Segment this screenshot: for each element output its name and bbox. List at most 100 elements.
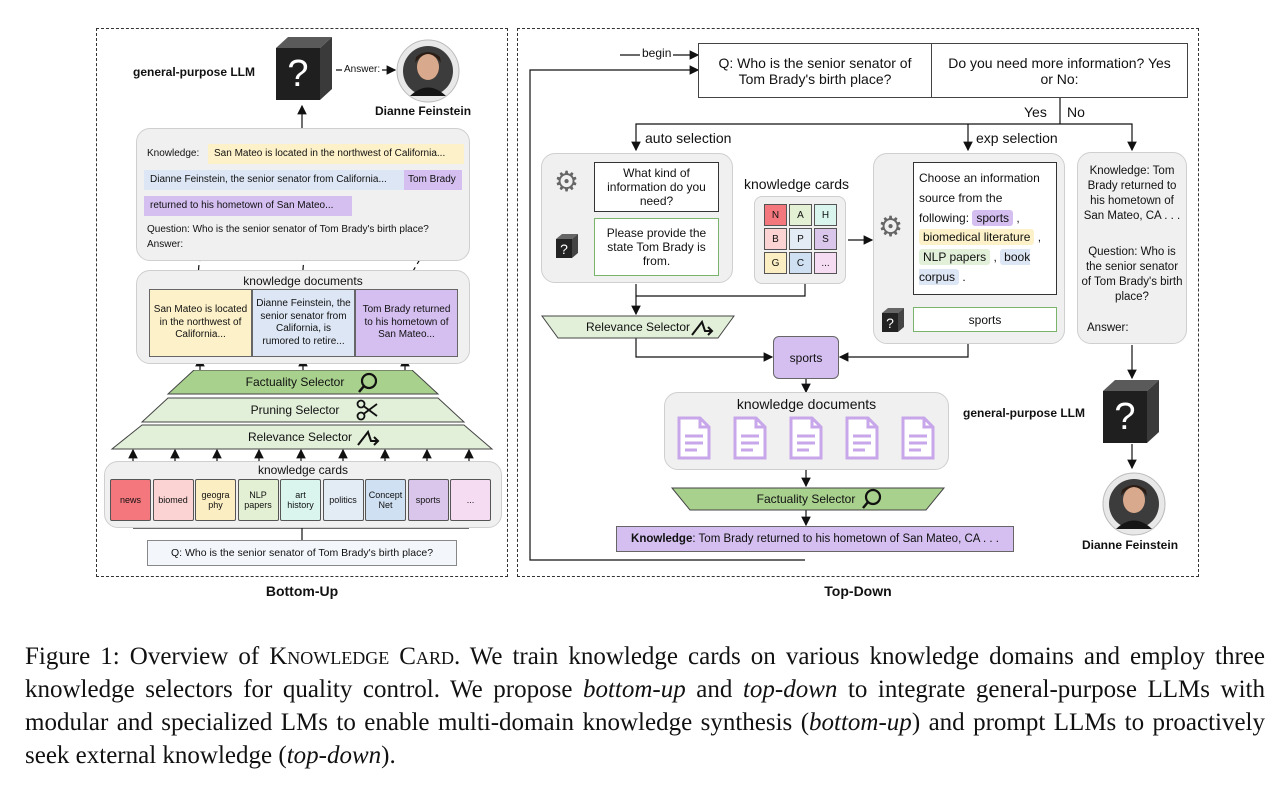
document-icon xyxy=(677,416,711,460)
caption-part1: . We train knowledge cards on various kn… xyxy=(25,643,1265,703)
grid-card: B xyxy=(764,228,787,250)
top-down-panel xyxy=(517,28,1199,577)
td-relevance-selector: Relevance Selector xyxy=(585,320,691,334)
factuality-selector: Factuality Selector xyxy=(245,375,345,389)
grid-card: P xyxy=(789,228,812,250)
more-info-prompt: Do you need more information? Yes or No: xyxy=(931,43,1188,98)
bottom-up-question: Q: Who is the senior senator of Tom Brad… xyxy=(147,540,457,566)
caption-bottom-up: bottom-up xyxy=(582,676,686,703)
svg-text:?: ? xyxy=(1114,396,1135,438)
auto-answer: Please provide the state Tom Brady is fr… xyxy=(594,218,719,276)
figure-caption: Figure 1: Overview of Knowledge Card. We… xyxy=(25,640,1265,772)
avatar xyxy=(1102,472,1166,536)
top-down-question: Q: Who is the senior senator of Tom Brad… xyxy=(698,43,932,98)
grid-card: H xyxy=(814,204,837,226)
pruning-selector: Pruning Selector xyxy=(250,403,340,417)
person-name: Dianne Feinstein xyxy=(375,104,472,118)
caption-prefix: Figure 1: Overview of xyxy=(25,643,270,670)
begin-label: begin xyxy=(640,46,674,60)
yes-label: Yes xyxy=(1024,104,1047,120)
document-1: San Mateo is located in the northwest of… xyxy=(149,289,252,357)
exp-option-nlp: NLP papers xyxy=(919,249,991,266)
documents-title: knowledge documents xyxy=(243,274,363,288)
prompt-answer: Answer: xyxy=(147,239,184,250)
caption-part5: ). xyxy=(381,742,396,769)
grid-title: knowledge cards xyxy=(744,176,850,192)
td-llm-label: general-purpose LLM xyxy=(963,406,1086,420)
avatar xyxy=(396,39,460,103)
td-person-name: Dianne Feinstein xyxy=(1082,538,1179,552)
document-icon xyxy=(733,416,767,460)
td-knowledge-bold: Knowledge xyxy=(631,533,693,545)
td-documents-title: knowledge documents xyxy=(736,396,877,412)
bottom-up-label: Bottom-Up xyxy=(265,583,339,599)
grid-card: G xyxy=(764,252,787,274)
prompt-line-1: San Mateo is located in the northwest of… xyxy=(208,144,464,164)
knowledge-card: politics xyxy=(322,479,364,521)
svg-text:?: ? xyxy=(886,315,894,331)
selector-trapezoids xyxy=(110,370,494,450)
document-icon xyxy=(789,416,823,460)
grid-card: N xyxy=(764,204,787,226)
td-relevance-trapezoid xyxy=(541,315,735,339)
auto-selection-label: auto selection xyxy=(645,130,732,146)
prompt-knowledge-prefix: Knowledge: xyxy=(147,148,200,159)
right-prompt-knowledge: Knowledge: Tom Brady returned to his hom… xyxy=(1083,165,1181,222)
svg-text:?: ? xyxy=(560,241,568,257)
grid-card: S xyxy=(814,228,837,250)
gear-icon: ⚙ xyxy=(878,211,904,242)
sports-node: sports xyxy=(773,336,839,379)
exp-prompt-box: Choose an information source from the fo… xyxy=(913,162,1057,295)
knowledge-card: ... xyxy=(450,479,491,521)
prompt-line-4: returned to his hometown of San Mateo... xyxy=(144,196,352,216)
document-3: Tom Brady returned to his hometown of Sa… xyxy=(355,289,458,357)
document-icon xyxy=(845,416,879,460)
knowledge-card: biomed xyxy=(152,479,194,521)
llm-cube-icon: ? xyxy=(276,37,332,100)
knowledge-card: news xyxy=(110,479,151,521)
svg-text:?: ? xyxy=(287,53,308,95)
relevance-arrow-icon xyxy=(357,429,380,446)
caption-part4: ) and prompt LLMs to proactively seek ex… xyxy=(25,709,1265,769)
bottom-up-llm-label: general-purpose LLM xyxy=(133,65,256,79)
knowledge-card: Concept Net xyxy=(365,479,406,521)
cards-title: knowledge cards xyxy=(257,463,349,477)
right-prompt-box xyxy=(1077,152,1187,344)
top-down-label: Top-Down xyxy=(824,583,892,599)
exp-choice: sports xyxy=(913,307,1057,332)
caption-top-down: top-down xyxy=(742,676,838,703)
caption-bottom-up-2: bottom-up xyxy=(809,709,912,736)
td-knowledge-output: Knowledge: Tom Brady returned to his hom… xyxy=(616,526,1014,552)
exp-option-sports: sports xyxy=(972,209,1014,226)
right-prompt-answer: Answer: xyxy=(1087,322,1129,334)
caption-name: Knowledge Card xyxy=(269,643,454,670)
knowledge-card: NLP papers xyxy=(237,479,279,521)
td-factuality-selector: Factuality Selector xyxy=(756,492,856,506)
grid-card: C xyxy=(789,252,812,274)
caption-top-down-2: top-down xyxy=(286,742,382,769)
prompt-line-2: Dianne Feinstein, the senior senator fro… xyxy=(144,170,404,190)
auto-query: What kind of information do you need? xyxy=(594,162,719,212)
scissors-icon xyxy=(356,399,378,421)
relevance-selector: Relevance Selector xyxy=(247,430,353,444)
llm-cube-icon: ? xyxy=(1103,380,1159,443)
magnifier-icon xyxy=(358,372,378,393)
relevance-arrow-icon xyxy=(691,319,714,336)
magnifier-icon xyxy=(862,488,882,509)
figure: general-purpose LLM ? Answer: Dianne Fei… xyxy=(96,28,1199,599)
answer-label: Answer: xyxy=(342,64,383,75)
caption-part2: and xyxy=(685,676,743,703)
knowledge-card: geogra phy xyxy=(195,479,236,521)
document-icons xyxy=(676,416,938,460)
exp-prompt: Choose an information source from the fo… xyxy=(919,171,1040,225)
bottom-up-panel xyxy=(96,28,508,577)
gear-icon: ⚙ xyxy=(554,166,580,197)
caption-part3: to integrate general-purpose LLMs with m… xyxy=(25,676,1265,736)
grid-card: A xyxy=(789,204,812,226)
exp-option-biomedical: biomedical literature xyxy=(919,229,1035,246)
no-label: No xyxy=(1067,104,1085,120)
small-cube-icon: ? xyxy=(882,308,904,332)
exp-selection-label: exp selection xyxy=(976,130,1058,146)
